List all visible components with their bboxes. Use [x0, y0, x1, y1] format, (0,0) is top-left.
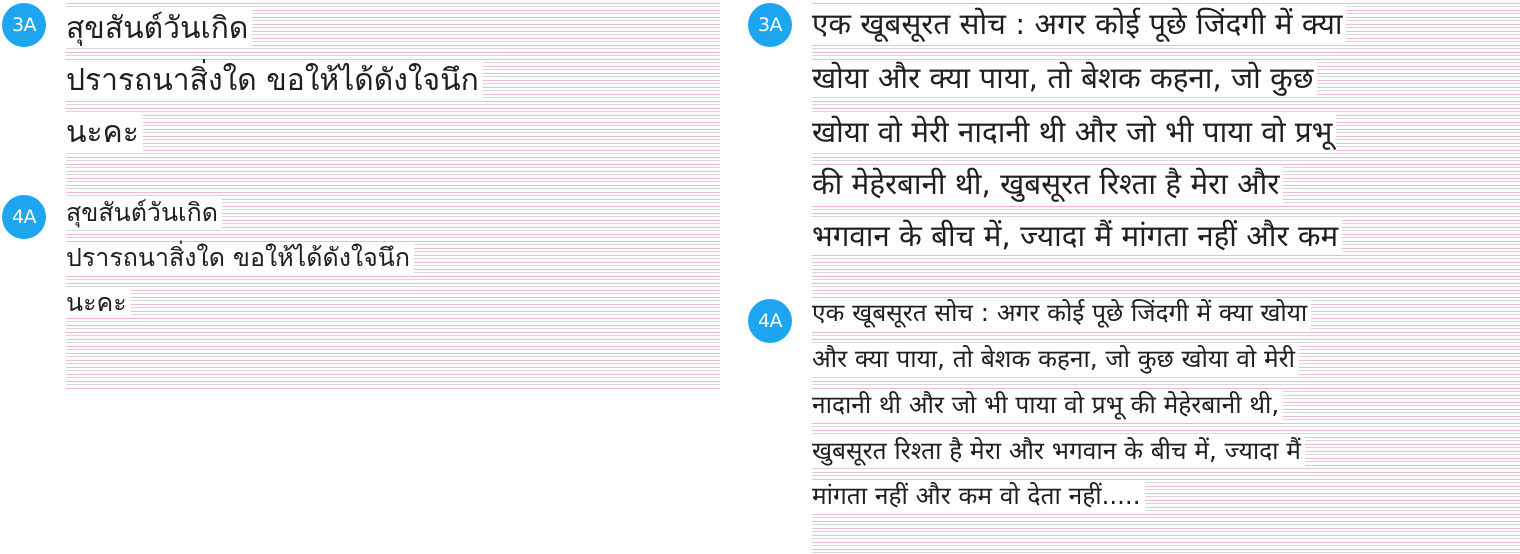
thai-3a-line-1: สุขสันต์วันเกิด [66, 10, 253, 48]
hindi-3a-line-5: भगवान के बीच में, ज्यादा मैं मांगता नहीं… [812, 218, 1343, 255]
hindi-3a-line-3: खोया वो मेरी नादानी थी और जो भी पाया वो … [812, 114, 1337, 151]
thai-4a-line-3: นะคะ [66, 287, 131, 319]
thai-3a-line-3: นะคะ [66, 114, 143, 152]
hindi-4a-line-3: नादानी थी और जो भी पाया वो प्रभू की मेहे… [812, 390, 1284, 421]
thai-guide-lines [66, 0, 720, 390]
hindi-3a-line-2: खोया और क्या पाया, तो बेशक कहना, जो कुछ [812, 60, 1318, 97]
thai-4a-line-1: สุขสันต์วันเกิด [66, 197, 222, 229]
hindi-3a-line-1: एक खूबसूरत सोच : अगर कोई पूछे जिंदगी में… [812, 6, 1347, 43]
thai-4a-line-2: ปรารถนาสิ่งใด ขอให้ได้ดังใจนึก [66, 242, 415, 274]
hindi-3a-badge: 3A [748, 3, 792, 47]
hindi-4a-line-4: खुबसूरत रिश्ता है मेरा और भगवान के बीच म… [812, 436, 1305, 467]
hindi-4a-badge: 4A [748, 299, 792, 343]
hindi-specimen-panel: एक खूबसूरत सोच : अगर कोई पूछे जिंदगी में… [812, 0, 1520, 554]
hindi-3a-line-4: की मेहेरबानी थी, खुबसूरत रिश्ता है मेरा … [812, 166, 1284, 203]
hindi-4a-line-5: मांगता नहीं और कम वो देता नहीं..... [812, 481, 1145, 512]
thai-4a-badge: 4A [2, 195, 46, 239]
thai-3a-line-2: ปรารถนาสิ่งใด ขอให้ได้ดังใจนึก [66, 62, 483, 100]
hindi-4a-line-1: एक खूबसूरत सोच : अगर कोई पूछे जिंदगी में… [812, 298, 1312, 329]
thai-3a-badge: 3A [2, 3, 46, 47]
thai-specimen-panel: สุขสันต์วันเกิด ปรารถนาสิ่งใด ขอให้ได้ดั… [66, 0, 720, 390]
hindi-4a-line-2: और क्या पाया, तो बेशक कहना, जो कुछ खोया … [812, 344, 1300, 375]
